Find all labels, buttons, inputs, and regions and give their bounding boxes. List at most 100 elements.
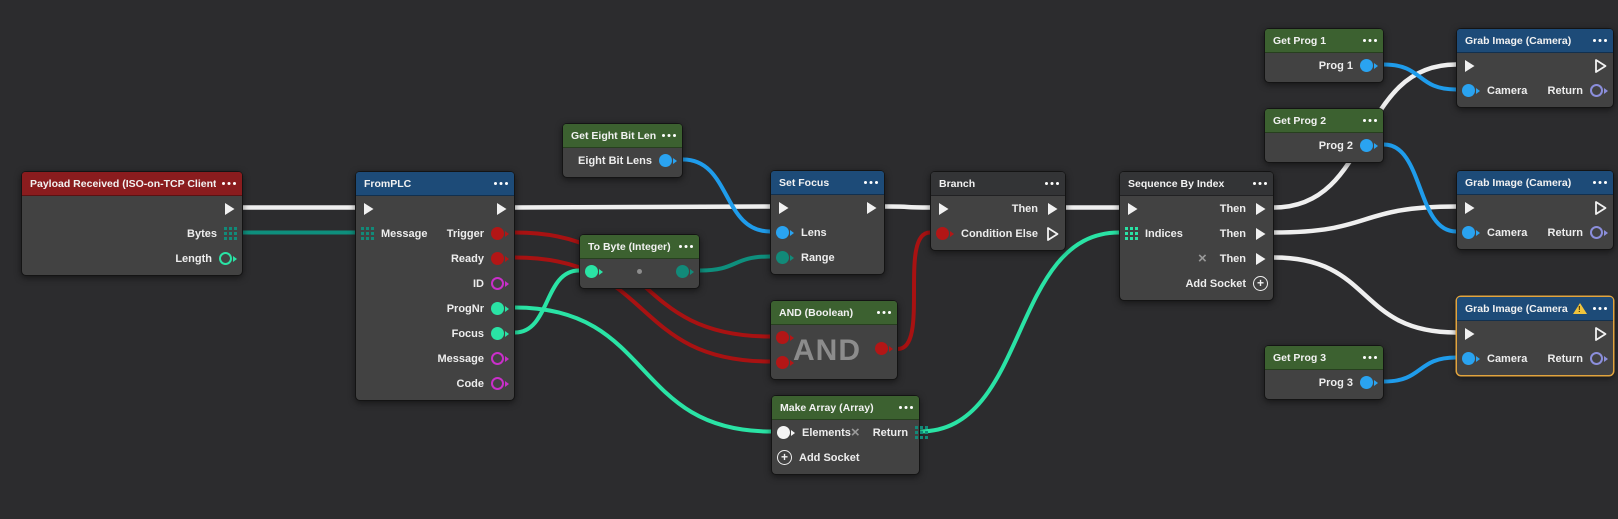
exec-port-icon[interactable] [1462, 200, 1477, 216]
wire-green[interactable] [513, 305, 773, 434]
data-port[interactable] [585, 265, 603, 278]
node-menu-icon[interactable] [661, 124, 678, 147]
wire-blue[interactable] [1382, 355, 1458, 384]
exec-port-icon[interactable] [361, 201, 376, 217]
wire-blue[interactable] [681, 157, 772, 234]
exec-port-icon[interactable] [1253, 226, 1268, 242]
camera-port[interactable] [1462, 84, 1480, 97]
payload-node[interactable]: Payload Received (ISO-on-TCP Client)Byte… [21, 171, 243, 276]
add-socket-icon[interactable] [777, 450, 792, 465]
node-menu-icon[interactable] [1592, 297, 1609, 320]
exec-port-icon[interactable] [494, 201, 509, 217]
wire-red[interactable] [513, 255, 772, 364]
condition-port[interactable] [936, 227, 954, 240]
node-menu-icon[interactable] [678, 235, 695, 258]
data-port[interactable] [776, 331, 794, 344]
wire-green[interactable] [513, 268, 581, 335]
lens-port[interactable] [776, 226, 794, 239]
wire-red[interactable] [896, 230, 932, 351]
exec-port-icon[interactable] [1253, 251, 1268, 267]
wire-blue[interactable] [1382, 62, 1458, 92]
code-port[interactable] [491, 377, 509, 390]
add-socket-icon[interactable] [1253, 276, 1268, 291]
wire-teal[interactable] [698, 254, 772, 273]
tobyte-node[interactable]: To Byte (Integer) [579, 234, 700, 289]
return-grid-port[interactable] [915, 426, 929, 439]
data-port[interactable] [776, 356, 794, 369]
prognr-port[interactable] [491, 302, 509, 315]
focus-port[interactable] [491, 327, 509, 340]
exec-port-icon[interactable] [222, 201, 237, 217]
node-menu-icon[interactable] [1592, 29, 1609, 52]
node-menu-icon[interactable] [1362, 346, 1379, 369]
exec-port-icon[interactable] [936, 201, 951, 217]
makearray-node[interactable]: Make Array (Array)Elements×ReturnAdd Soc… [771, 395, 929, 475]
data-port[interactable] [676, 265, 694, 278]
node-menu-icon[interactable] [898, 396, 915, 419]
eight-bit-lens-port[interactable] [659, 154, 677, 167]
prog-3-port[interactable] [1360, 376, 1378, 389]
camera-port[interactable] [1462, 352, 1480, 365]
length-port[interactable] [219, 252, 237, 265]
exec-port-icon[interactable] [1253, 201, 1268, 217]
wire-exec[interactable] [512, 204, 773, 210]
exec-port-icon[interactable] [1045, 201, 1060, 217]
message-grid-port[interactable] [361, 227, 374, 240]
extra-port[interactable] [875, 342, 893, 355]
node-menu-icon[interactable] [493, 172, 510, 195]
ready-port[interactable] [491, 252, 509, 265]
camera-port[interactable] [1462, 226, 1480, 239]
node-menu-icon[interactable] [1044, 172, 1061, 195]
exec-port-icon[interactable] [776, 200, 791, 216]
port-circle [1462, 84, 1475, 97]
return-port[interactable] [1590, 352, 1608, 365]
wire-blue[interactable] [1382, 142, 1458, 234]
id-port[interactable] [491, 277, 509, 290]
range-port[interactable] [776, 251, 794, 264]
node-menu-icon[interactable] [863, 171, 880, 194]
wire-exec[interactable] [1271, 204, 1459, 235]
exec-port-open-icon[interactable] [1593, 58, 1608, 74]
wire-exec[interactable] [882, 204, 933, 210]
node-menu-icon[interactable] [1362, 109, 1379, 132]
prog-1-port[interactable] [1360, 59, 1378, 72]
exec-port-icon[interactable] [1462, 58, 1477, 74]
exec-port-open-icon[interactable] [1593, 200, 1608, 216]
wire-exec[interactable] [1271, 255, 1459, 335]
trigger-port[interactable] [491, 227, 509, 240]
node-menu-icon[interactable] [1592, 171, 1609, 194]
return-port[interactable] [1590, 84, 1608, 97]
node-menu-icon[interactable] [1252, 172, 1269, 195]
data-port[interactable] [875, 342, 893, 355]
node-menu-icon[interactable] [1362, 29, 1379, 52]
bytes-grid-port[interactable] [224, 227, 237, 240]
remove-socket-icon[interactable]: × [850, 424, 860, 441]
indices-grid-port[interactable] [1125, 227, 1138, 240]
message-port[interactable] [491, 352, 509, 365]
remove-socket-icon[interactable]: × [1197, 250, 1207, 267]
elements-port[interactable] [777, 426, 795, 439]
andnode-node[interactable]: AND (Boolean)AND [770, 300, 898, 380]
node-menu-icon[interactable] [876, 301, 893, 324]
node-menu-icon[interactable] [221, 172, 238, 195]
exec-port-open-icon[interactable] [1593, 326, 1608, 342]
exec-port-open-icon[interactable] [1045, 226, 1060, 242]
prog-2-port[interactable] [1360, 139, 1378, 152]
return-port[interactable] [1590, 226, 1608, 239]
wire-green[interactable] [918, 230, 1121, 434]
exec-port-icon[interactable] [1125, 201, 1140, 217]
exec-port-icon[interactable] [864, 200, 879, 216]
exec-port-icon[interactable] [1462, 326, 1477, 342]
